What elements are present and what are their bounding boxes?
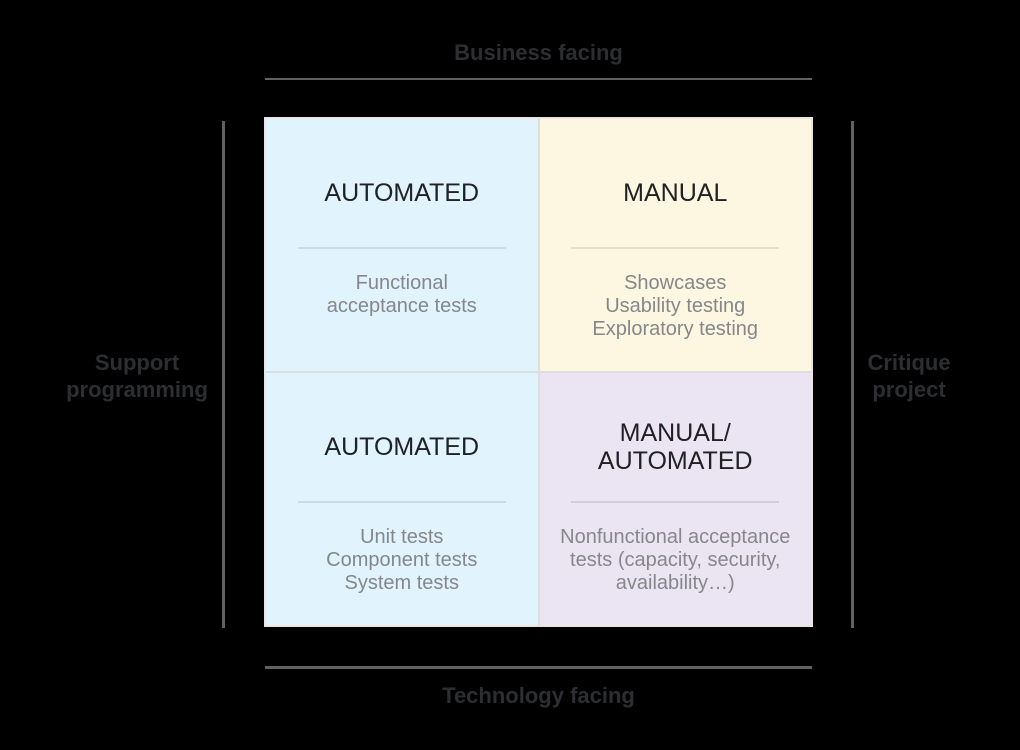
axis-label-critique-project: Critique project: [867, 350, 951, 402]
axis-label-business-facing: Business facing: [454, 40, 623, 65]
quadrant-title: MANUAL/ AUTOMATED: [597, 419, 753, 475]
quadrant-items: Unit tests Component tests System tests: [326, 526, 478, 594]
axis-line-left: [222, 121, 225, 628]
axis-label-support-programming: Support programming: [66, 350, 208, 402]
axis-line-right: [851, 121, 854, 628]
quadrant-bottom-left: AUTOMATED Unit tests Component tests Sys…: [266, 373, 538, 625]
quadrant-title-area: AUTOMATED: [324, 119, 479, 247]
axis-line-bottom: [265, 666, 812, 669]
quadrant-items: Nonfunctional acceptance tests (capacity…: [560, 526, 791, 594]
quadrant-items: Functional acceptance tests: [326, 272, 477, 317]
quadrant-title: MANUAL: [623, 179, 728, 207]
quadrant-divider: [571, 247, 780, 249]
quadrant-title: AUTOMATED: [324, 433, 480, 461]
axis-line-top: [265, 78, 812, 80]
quadrant-divider: [571, 501, 780, 503]
quadrant-top-right: MANUAL Showcases Usability testing Explo…: [539, 119, 811, 371]
quadrant-title: AUTOMATED: [324, 179, 480, 207]
quadrant-divider: [297, 247, 506, 249]
quadrant-items: Showcases Usability testing Exploratory …: [592, 272, 759, 340]
quadrant-title-area: MANUAL: [623, 119, 727, 247]
quadrant-grid: AUTOMATED Functional acceptance tests MA…: [264, 117, 813, 627]
quadrant-bottom-right: MANUAL/ AUTOMATED Nonfunctional acceptan…: [539, 373, 811, 625]
quadrant-divider: [297, 501, 506, 503]
axis-label-technology-facing: Technology facing: [442, 683, 635, 708]
quadrant-title-area: MANUAL/ AUTOMATED: [598, 373, 753, 501]
quadrant-title-area: AUTOMATED: [324, 373, 479, 501]
quadrant-top-left: AUTOMATED Functional acceptance tests: [266, 119, 538, 371]
